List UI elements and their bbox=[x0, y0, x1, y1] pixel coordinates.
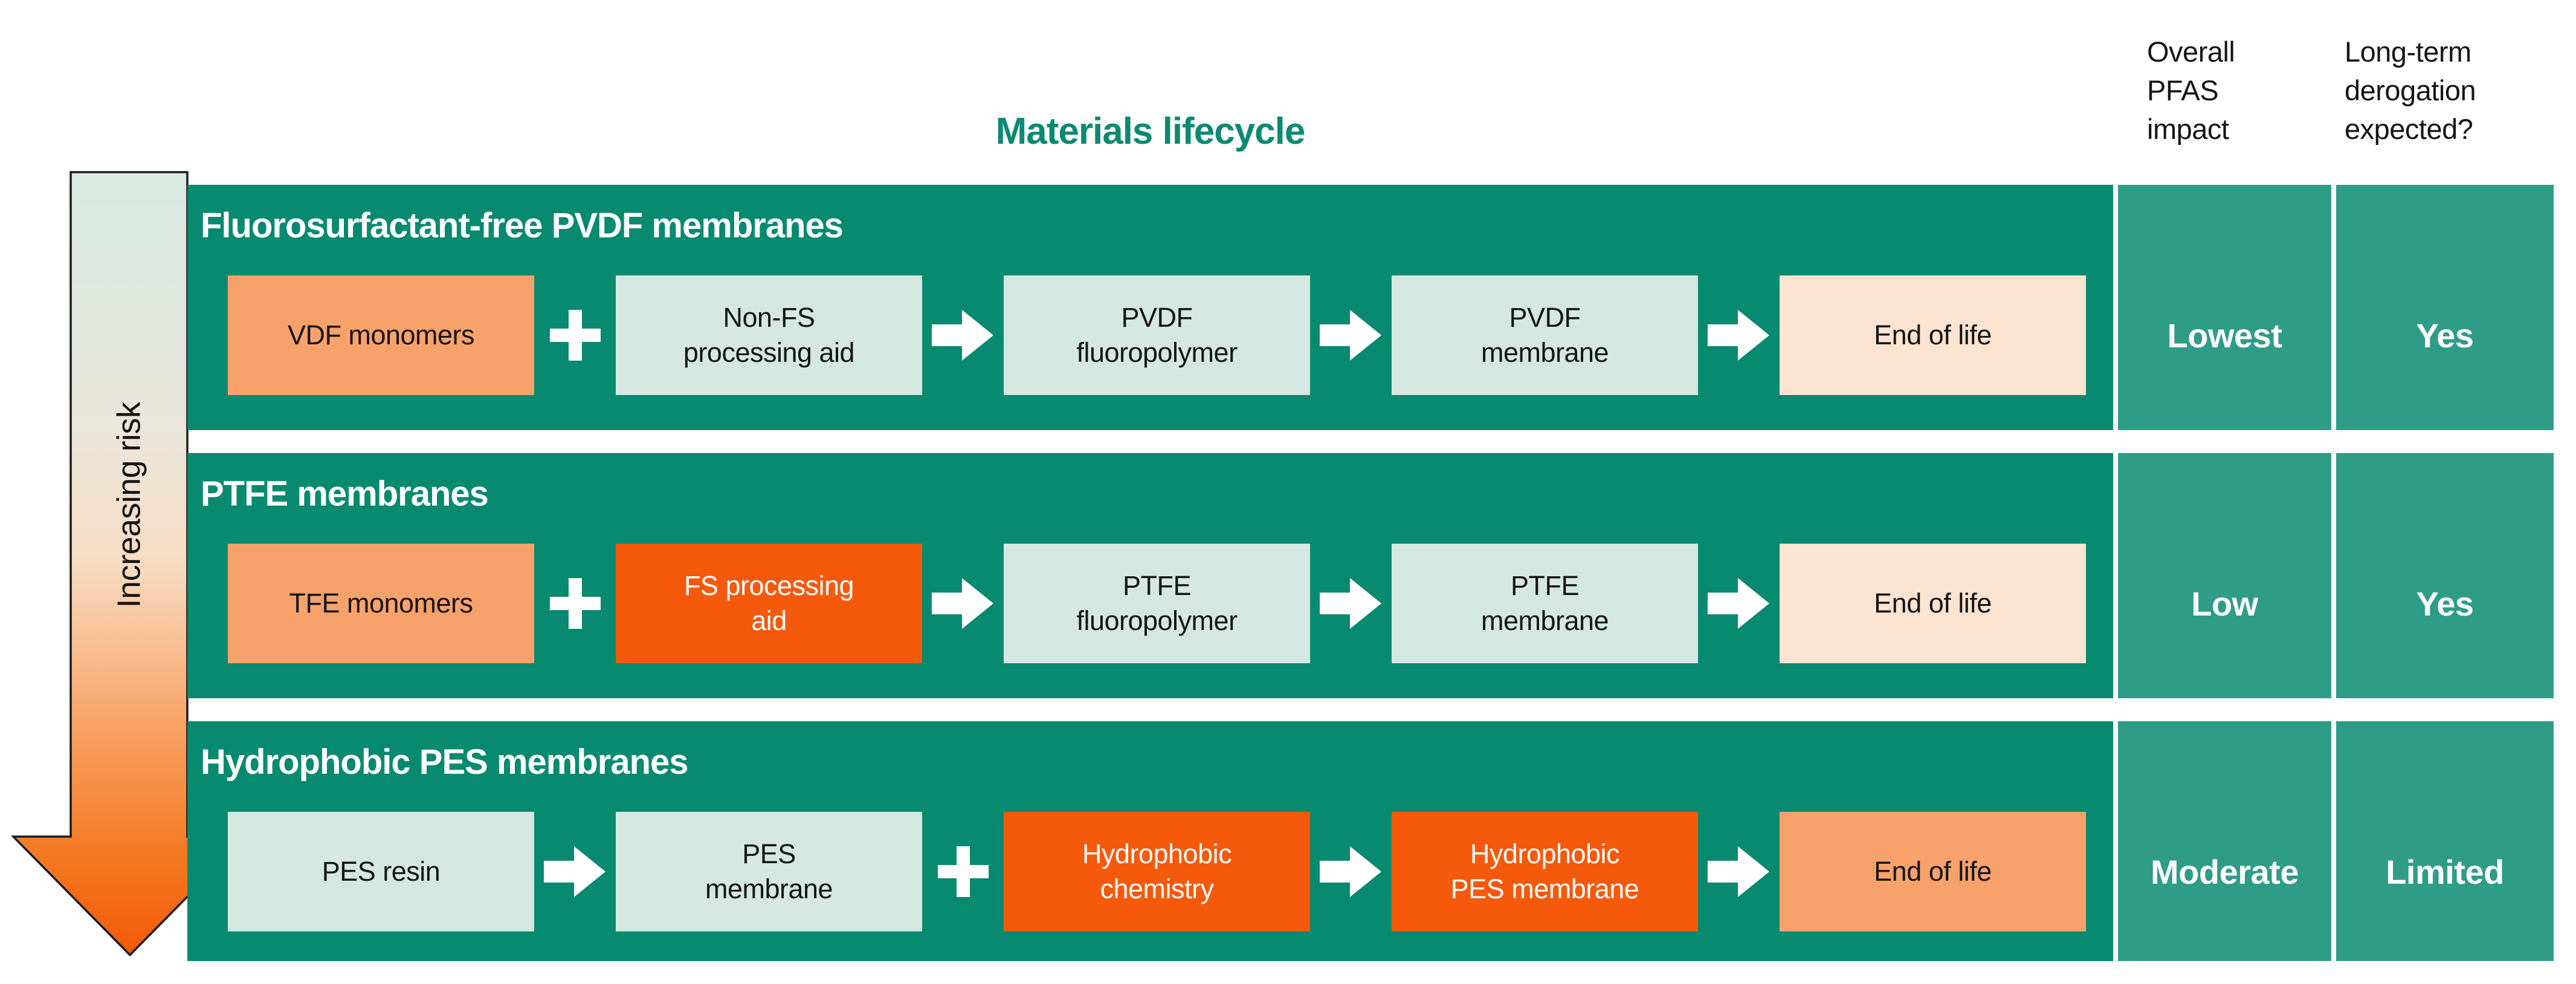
lifecycle-box: PVDF fluoropolymer bbox=[1004, 275, 1310, 395]
arrow-right-icon bbox=[1319, 846, 1381, 897]
lifecycle-box: End of life bbox=[1780, 544, 2086, 663]
derogation-column-header: Long-term derogation expected? bbox=[2345, 36, 2476, 145]
arrow-connector bbox=[1698, 275, 1780, 395]
arrow-connector bbox=[1698, 812, 1780, 931]
arrow-right-icon bbox=[931, 578, 993, 629]
box-label: PVDF fluoropolymer bbox=[1076, 302, 1238, 368]
box-label: Hydrophobic PES membrane bbox=[1450, 838, 1639, 904]
derogation-cell: Limited bbox=[2336, 721, 2554, 961]
box-label: VDF monomers bbox=[287, 320, 475, 351]
arrow-connector bbox=[1310, 275, 1392, 395]
box-label: End of life bbox=[1874, 588, 1992, 619]
lifecycle-band: PTFE membranes TFE monomers FS processin… bbox=[187, 453, 2113, 698]
plus-icon bbox=[549, 578, 601, 629]
lifecycle-box: End of life bbox=[1780, 275, 2086, 395]
lifecycle-box: Hydrophobic PES membrane bbox=[1392, 812, 1698, 931]
pfas-impact-column-header: Overall PFAS impact bbox=[2147, 36, 2235, 145]
plus-connector bbox=[534, 275, 616, 395]
lifecycle-band: Fluorosurfactant-free PVDF membranes VDF… bbox=[187, 185, 2113, 430]
lifecycle-box: PTFE fluoropolymer bbox=[1004, 544, 1310, 663]
arrow-right-icon bbox=[1319, 578, 1381, 629]
box-label: FS processing aid bbox=[683, 570, 854, 636]
box-label: PTFE membrane bbox=[1480, 570, 1609, 636]
arrow-connector bbox=[1310, 812, 1392, 931]
lifecycle-box: PVDF membrane bbox=[1392, 275, 1698, 395]
box-label: Hydrophobic chemistry bbox=[1082, 838, 1232, 904]
derogation-value: Limited bbox=[2386, 852, 2504, 891]
lifecycle-flow: VDF monomers Non-FS processing aid PVDF … bbox=[228, 275, 2086, 395]
box-label: PTFE fluoropolymer bbox=[1076, 570, 1238, 636]
row-title: Hydrophobic PES membranes bbox=[201, 742, 689, 782]
derogation-value: Yes bbox=[2416, 316, 2474, 355]
pfas-impact-cell: Moderate bbox=[2118, 721, 2331, 961]
arrow-right-icon bbox=[543, 846, 605, 897]
pfas-impact-cell: Low bbox=[2118, 453, 2331, 698]
plus-icon bbox=[549, 310, 601, 361]
row-title: Fluorosurfactant-free PVDF membranes bbox=[201, 206, 844, 245]
plus-connector bbox=[922, 812, 1004, 931]
box-label: PES membrane bbox=[705, 838, 833, 904]
lifecycle-box: Hydrophobic chemistry bbox=[1004, 812, 1310, 931]
arrow-connector bbox=[534, 812, 616, 931]
derogation-cell: Yes bbox=[2336, 185, 2554, 430]
membrane-row-pes: Hydrophobic PES membranes PES resin PES … bbox=[0, 721, 2576, 961]
arrow-connector bbox=[922, 544, 1004, 663]
box-label: PES resin bbox=[321, 856, 441, 887]
lifecycle-box: End of life bbox=[1780, 812, 2086, 931]
plus-connector bbox=[534, 544, 616, 663]
lifecycle-box: PES resin bbox=[228, 812, 534, 931]
arrow-right-icon bbox=[1707, 310, 1769, 361]
lifecycle-band: Hydrophobic PES membranes PES resin PES … bbox=[187, 721, 2113, 961]
lifecycle-box: PTFE membrane bbox=[1392, 544, 1698, 663]
lifecycle-flow: PES resin PES membrane Hydrophobic chemi… bbox=[228, 812, 2086, 931]
lifecycle-box: FS processing aid bbox=[616, 544, 922, 663]
arrow-right-icon bbox=[1707, 578, 1769, 629]
box-label: PVDF membrane bbox=[1480, 302, 1609, 368]
arrow-connector bbox=[1310, 544, 1392, 663]
box-label: TFE monomers bbox=[289, 588, 473, 619]
row-title: PTFE membranes bbox=[201, 474, 489, 513]
arrow-connector bbox=[1698, 544, 1780, 663]
plus-icon bbox=[937, 846, 989, 897]
lifecycle-box: Non-FS processing aid bbox=[616, 275, 922, 395]
pfas-impact-value: Moderate bbox=[2151, 852, 2299, 891]
lifecycle-box: VDF monomers bbox=[228, 275, 534, 395]
page-title: Materials lifecycle bbox=[995, 111, 1306, 152]
arrow-right-icon bbox=[1707, 846, 1769, 897]
derogation-cell: Yes bbox=[2336, 453, 2554, 698]
arrow-right-icon bbox=[1319, 310, 1381, 361]
box-label: End of life bbox=[1874, 320, 1992, 351]
box-label: Non-FS processing aid bbox=[683, 302, 855, 368]
pfas-impact-cell: Lowest bbox=[2118, 185, 2331, 430]
lifecycle-box: PES membrane bbox=[616, 812, 922, 931]
derogation-value: Yes bbox=[2416, 584, 2474, 623]
lifecycle-flow: TFE monomers FS processing aid PTFE fluo… bbox=[228, 544, 2086, 663]
pfas-impact-value: Low bbox=[2191, 584, 2258, 623]
arrow-connector bbox=[922, 275, 1004, 395]
lifecycle-box: TFE monomers bbox=[228, 544, 534, 663]
arrow-right-icon bbox=[931, 310, 993, 361]
box-label: End of life bbox=[1874, 856, 1992, 887]
membrane-row-ptfe: PTFE membranes TFE monomers FS processin… bbox=[0, 453, 2576, 698]
membrane-row-pvdf: Fluorosurfactant-free PVDF membranes VDF… bbox=[0, 185, 2576, 430]
pfas-impact-value: Lowest bbox=[2167, 316, 2282, 355]
